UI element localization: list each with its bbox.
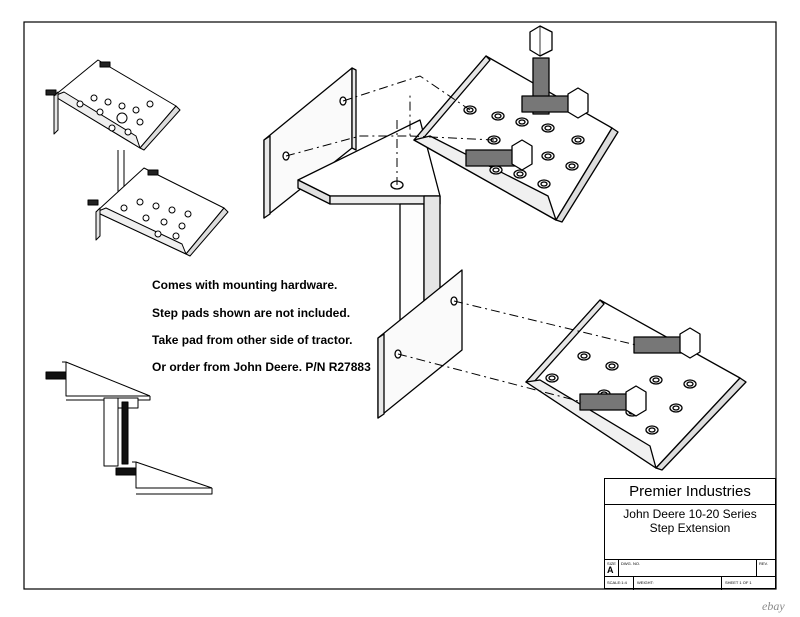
lower-bolt-1 (633, 327, 701, 359)
dwg-no-label: DWG. NO. (621, 561, 641, 566)
scale-label: SCALE:1:4 (607, 580, 627, 585)
side-offset-bracket (103, 397, 139, 467)
note-order-part: Or order from John Deere. P/N R27883 (152, 360, 371, 374)
note-take-pad: Take pad from other side of tractor. (152, 333, 353, 347)
note-mounting-hardware: Comes with mounting hardware. (152, 278, 338, 292)
upper-step-bracket (413, 55, 619, 223)
scale-divider (633, 577, 634, 590)
title-block-scale-row: SCALE:1:4 WEIGHT: SHEET 1 OF 1 (605, 576, 775, 590)
size-label: SIZE (607, 561, 616, 566)
drawing-border (23, 21, 777, 590)
small-upper-step (45, 59, 181, 151)
rev-divider (756, 560, 757, 576)
drawing-title-line-1: John Deere 10-20 Series (623, 507, 757, 521)
weight-label: WEIGHT: (637, 580, 654, 585)
sheet-label: SHEET 1 OF 1 (725, 580, 752, 585)
upper-bolt-1 (521, 87, 589, 119)
note-step-pads: Step pads shown are not included. (152, 306, 351, 320)
title-block-number-row: SIZE A DWG. NO. REV. (605, 559, 775, 576)
main-exploded-view (263, 25, 747, 471)
lower-step-holes (545, 351, 697, 435)
title-block: Premier Industries John Deere 10-20 Seri… (604, 478, 776, 590)
drawing-title-line-2: Step Extension (649, 521, 731, 535)
sheet-divider (721, 577, 722, 590)
size-value: A (607, 565, 614, 575)
upper-bolt-2 (465, 139, 533, 171)
ebay-watermark: ebay (762, 599, 785, 613)
assembly-lines (285, 75, 637, 403)
lower-mounting-plate (377, 269, 463, 419)
size-divider (618, 560, 619, 576)
company-name: Premier Industries (605, 479, 775, 505)
lower-bolt-2 (579, 385, 647, 417)
side-lower-step (115, 461, 213, 495)
small-lower-step (87, 167, 229, 257)
lower-step-bracket (525, 299, 747, 471)
upper-mounting-plate (263, 67, 357, 219)
rev-label: REV. (759, 561, 768, 566)
small-assembly-view (45, 59, 229, 257)
side-upper-step (45, 361, 151, 401)
side-view (45, 361, 213, 495)
upper-step-holes (463, 105, 585, 189)
